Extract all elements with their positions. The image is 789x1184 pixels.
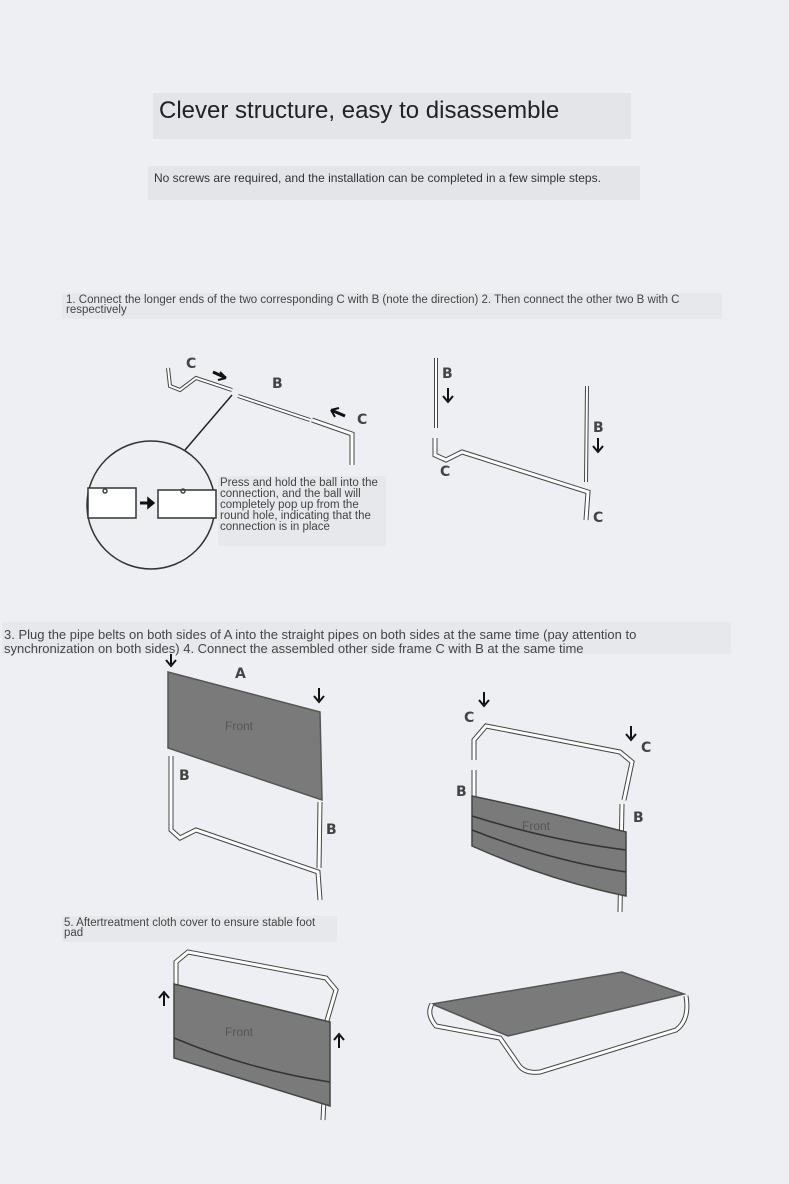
diagram-finished-cot [427, 971, 690, 1075]
label-b: B [442, 366, 453, 382]
label-c: C [464, 710, 474, 726]
label-b: B [326, 822, 337, 838]
label-b: B [456, 784, 467, 800]
diagram-step1-left [86, 367, 355, 570]
label-c: C [186, 356, 196, 372]
diagram-step5-left [158, 949, 345, 1121]
fabric-front-label: Front [522, 819, 551, 833]
diagram-step4-right [471, 692, 637, 913]
step-5-text: 5. Aftertreatment cloth cover to ensure … [62, 916, 337, 942]
diagram-step2-right [432, 358, 604, 521]
step-3-4-text: 3. Plug the pipe belts on both sides of … [2, 622, 731, 656]
page-subtitle: No screws are required, and the installa… [148, 166, 640, 200]
label-b: B [593, 420, 604, 436]
label-b: B [272, 376, 283, 392]
label-c: C [593, 510, 603, 526]
page-title: Clever structure, easy to disassemble [153, 93, 631, 139]
label-c: C [641, 740, 651, 756]
label-b: B [633, 810, 644, 826]
diagram-step3-left [165, 652, 325, 901]
label-c: C [357, 412, 367, 428]
fabric-front-label: Front [225, 719, 254, 733]
step-1-2-text: 1. Connect the longer ends of the two co… [62, 293, 722, 319]
label-c: C [440, 464, 450, 480]
connection-note: Press and hold the ball into the connect… [218, 476, 386, 546]
label-b: B [179, 768, 190, 784]
fabric-front-label: Front [225, 1025, 254, 1039]
label-a: A [235, 666, 246, 682]
